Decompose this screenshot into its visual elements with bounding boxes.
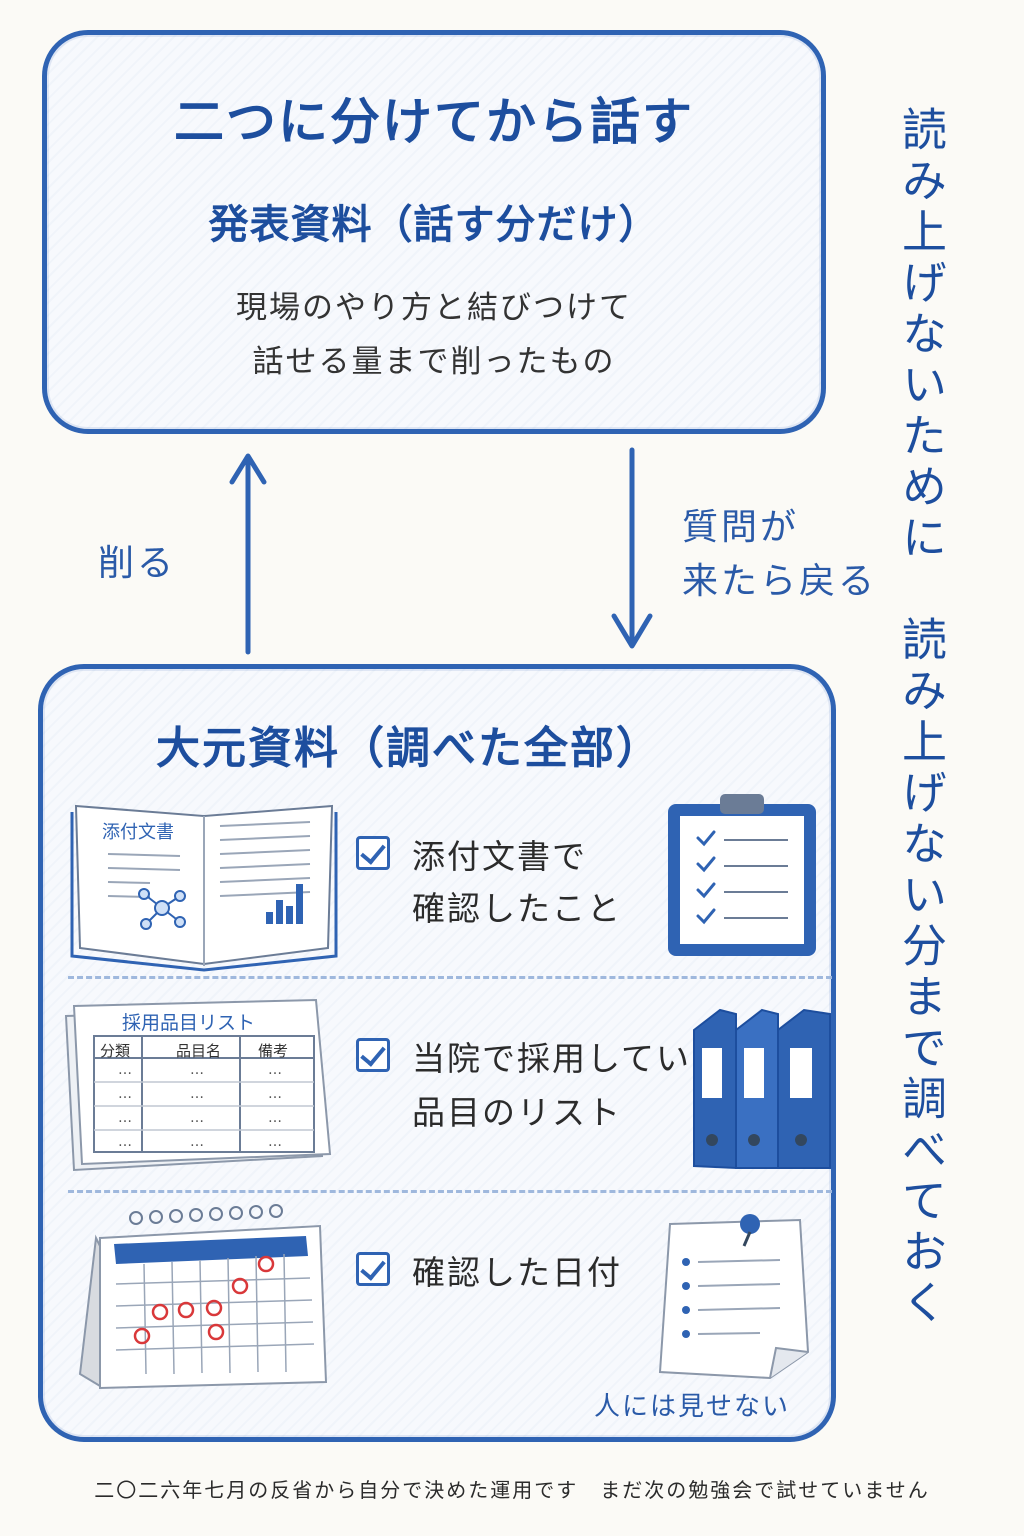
list-cell-dots: …	[118, 1110, 132, 1126]
return-label-line-2: 来たら戻る	[682, 561, 878, 602]
list-cell-dots: …	[268, 1086, 282, 1102]
clipboard-icon	[668, 794, 816, 956]
book-label: 添付文書	[102, 822, 174, 843]
checkbox-checked-icon	[356, 1038, 390, 1072]
checklist-item-1-line-2: 確認したこと	[412, 889, 622, 928]
list-header-item-name: 品目名	[176, 1042, 222, 1060]
vertical-note-2: 読み上げない分まで調べておく	[894, 616, 947, 1330]
list-cell-dots: …	[190, 1110, 204, 1126]
up-arrow-icon	[229, 453, 267, 655]
checklist-item-3-line-1: 確認した日付	[412, 1253, 622, 1292]
vertical-note-1: 読み上げないために	[894, 106, 947, 565]
list-header-notes: 備考	[258, 1042, 289, 1060]
main-title: 二つに分けてから話す	[174, 93, 694, 151]
list-cell-dots: …	[190, 1062, 204, 1078]
presentation-material-heading: 発表資料（話す分だけ）	[208, 202, 660, 248]
presentation-description-line-1: 現場のやり方と結びつけて	[236, 290, 632, 326]
source-material-heading: 大元資料（調べた全部）	[156, 723, 662, 774]
presentation-description-line-2: 話せる量まで削ったもの	[252, 344, 616, 380]
list-cell-dots: …	[190, 1086, 204, 1102]
checkbox-checked-icon	[356, 836, 390, 870]
list-cell-dots: …	[118, 1134, 132, 1150]
list-cell-dots: …	[268, 1062, 282, 1078]
desk-calendar-icon	[78, 1204, 328, 1390]
presentation-material-box	[42, 30, 826, 434]
footer-note: 二〇二六年七月の反省から自分で決めた運用です まだ次の勉強会で試せていません	[94, 1478, 930, 1502]
checkbox-checked-icon	[356, 1252, 390, 1286]
list-title-label: 採用品目リスト	[122, 1012, 256, 1034]
list-cell-dots: …	[118, 1062, 132, 1078]
checklist-item-2-line-2: 品目のリスト	[412, 1093, 622, 1132]
cut-label: 削る	[98, 543, 177, 584]
pinned-note-icon	[658, 1214, 810, 1380]
list-header-category: 分類	[100, 1042, 131, 1060]
list-cell-dots: …	[190, 1134, 204, 1150]
down-arrow-icon	[611, 447, 653, 649]
list-cell-dots: …	[268, 1110, 282, 1126]
open-book-icon	[70, 804, 338, 972]
checklist-item-2-line-1: 当院で採用している	[412, 1039, 727, 1078]
row-divider	[68, 1190, 832, 1193]
binder-files-icon	[693, 1008, 831, 1170]
checklist-item-1-line-1: 添付文書で	[412, 837, 587, 876]
return-label-line-1: 質問が	[682, 507, 800, 548]
list-cell-dots: …	[118, 1086, 132, 1102]
row-divider	[68, 976, 832, 979]
not-shown-note: 人には見せない	[594, 1392, 791, 1422]
document-list-icon	[64, 998, 332, 1172]
list-cell-dots: …	[268, 1134, 282, 1150]
